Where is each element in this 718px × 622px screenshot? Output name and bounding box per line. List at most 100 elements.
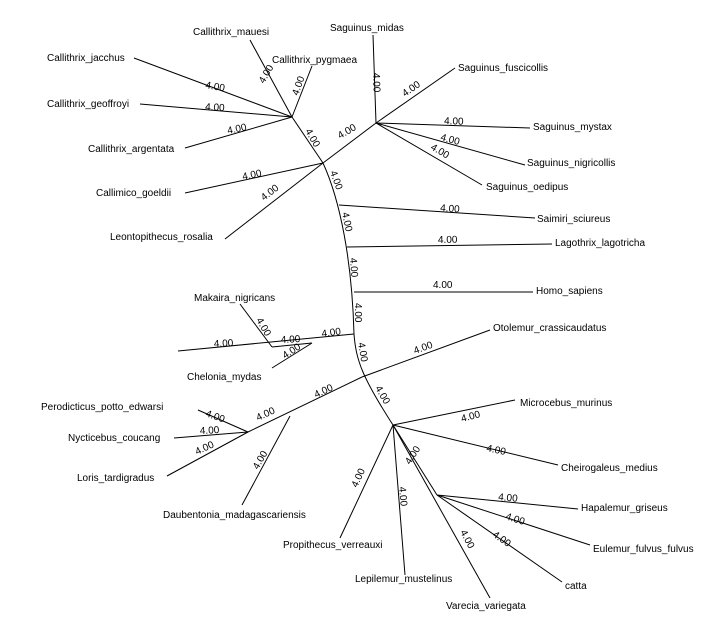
taxon-label: Saimiri_sciureus [537, 214, 610, 225]
branch-makaira-nigricans [239, 303, 273, 348]
branch-root-left [177, 333, 355, 352]
taxon-label: Saguinus_mystax [533, 122, 612, 133]
taxon-label: Makaira_nigricans [194, 293, 275, 304]
branch-length-label: 4.00 [504, 511, 526, 528]
branch-length-label: 4.00 [214, 338, 234, 350]
branch-length-label: 4.00 [290, 75, 307, 97]
taxon-label: Homo_sapiens [536, 286, 603, 297]
branch-otolemur-crassicaudatus [361, 329, 491, 378]
backbone-curve [322, 162, 394, 426]
branch-length-label: 4.00 [439, 132, 461, 148]
branch-makaira-node [271, 342, 313, 348]
branch-length-label: 4.00 [440, 203, 461, 215]
branch-length-label: 4.00 [257, 63, 276, 86]
branch-length-label: 4.00 [347, 257, 359, 278]
branch-length-label: 4.00 [403, 444, 423, 467]
branch-lepilemur-mustelinus [392, 424, 406, 576]
taxon-label: catta [565, 581, 587, 592]
branch-callimico-goeldii [184, 162, 324, 194]
branch-length-label: 4.00 [302, 127, 321, 150]
taxon-label: Nycticebus_coucang [68, 433, 160, 444]
taxon-label: Callithrix_mauesi [193, 27, 269, 38]
branch-length-label: 4.00 [438, 235, 458, 246]
branch-length-label: 4.00 [490, 529, 513, 549]
branch-length-label: 4.00 [204, 408, 226, 425]
branch-saimiri-sciureus [338, 204, 536, 219]
branch-length-label: 4.00 [350, 467, 368, 490]
branch-length-label: 4.00 [352, 303, 363, 323]
branch-callithrix-jacchus [133, 57, 293, 118]
branch-length-label: 4.00 [204, 80, 226, 94]
taxon-label: Callithrix_jacchus [47, 53, 125, 64]
branch-length-label: 4.00 [457, 528, 476, 551]
branch-saguinus-node [322, 122, 377, 164]
branch-length-label: 4.00 [259, 182, 281, 203]
branch-saguinus-nigricollis [375, 122, 526, 166]
branch-eulemur-fulvus [436, 494, 591, 546]
taxon-label: Leontopithecus_rosalia [110, 232, 213, 243]
branch-length-label: 4.00 [321, 326, 342, 340]
branch-length-label: 4.00 [200, 425, 220, 437]
branch-length-label: 4.00 [444, 116, 464, 128]
taxon-label: Callithrix_geoffroyi [47, 99, 129, 110]
taxon-label: Saguinus_oedipus [486, 182, 568, 193]
branch-length-label: 4.00 [226, 122, 248, 137]
branch-microcebus-murinus [392, 399, 516, 426]
taxon-label: Lagothrix_lagotricha [555, 238, 645, 249]
taxon-label: Propithecus_verreauxi [283, 540, 383, 551]
taxon-label: Callithrix_argentata [88, 144, 175, 155]
taxon-label: Callithrix_pygmaea [272, 55, 357, 66]
branch-leontopithecus-rosalia [224, 162, 324, 240]
branch-saguinus-mystax [375, 122, 531, 129]
branch-callithrix-argentata [184, 116, 293, 149]
branch-length-label: 4.00 [339, 211, 354, 233]
branch-length-label: 4.00 [498, 492, 519, 505]
taxon-label: Eulemur_fulvus_fulvus [593, 544, 694, 555]
taxon-label: Hapalemur_griseus [581, 503, 668, 514]
branch-length-label: 4.00 [253, 316, 272, 339]
branch-length-label: 4.00 [460, 409, 482, 425]
branch-callithrix-geoffroyi [139, 103, 293, 118]
taxon-label: Chelonia_mydas [187, 372, 262, 383]
taxon-label: Lepilemur_mustelinus [355, 574, 452, 585]
taxon-label: Varecia_variegata [446, 601, 526, 612]
taxon-label: Saguinus_midas [330, 23, 404, 34]
branch-lagothrix-lagotricha [346, 243, 553, 248]
branch-length-label: 4.00 [355, 342, 369, 364]
branch-saguinus-fuscicollis [375, 67, 456, 124]
branch-callithrix-mauesi [249, 39, 293, 118]
taxon-label: Saguinus_nigricollis [527, 158, 615, 169]
branch-lemurid-node [392, 424, 438, 496]
branch-length-label: 4.00 [485, 443, 507, 458]
taxon-label: Microcebus_murinus [520, 398, 612, 409]
branch-length-label: 4.00 [205, 102, 225, 114]
branch-daubentonia [241, 415, 291, 506]
branch-length-label: 4.00 [281, 334, 301, 346]
taxon-label: Perodicticus_potto_edwarsi [41, 402, 163, 413]
taxon-label: Saguinus_fuscicollis [458, 63, 548, 74]
taxon-label: Cheirogaleus_medius [561, 463, 658, 474]
taxon-label: Callimico_goeldii [96, 188, 171, 199]
branch-length-label: 4.00 [313, 382, 336, 400]
branch-length-label: 4.00 [400, 79, 423, 99]
branch-catta [436, 494, 563, 583]
taxon-label: Daubentonia_madagascariensis [163, 510, 306, 521]
branch-length-label: 4.00 [433, 280, 453, 291]
branch-perodicticus-potto [197, 409, 249, 433]
branch-length-label: 4.00 [251, 449, 270, 472]
branch-callithrix-node [291, 116, 324, 164]
branch-callithrix-pygmaea [291, 65, 313, 118]
branch-lorisid-node [247, 376, 363, 433]
branch-cheirogaleus-medius [392, 424, 559, 466]
branch-length-label: 4.00 [255, 405, 278, 423]
branch-saguinus-midas [372, 34, 377, 124]
branch-length-label: 4.00 [396, 486, 409, 507]
branch-chelonia-mydas [271, 342, 313, 369]
branch-length-label: 4.00 [241, 168, 263, 183]
branch-hapalemur-griseus [436, 494, 579, 510]
branch-length-label: 4.00 [370, 73, 382, 93]
taxon-label: Otolemur_crassicaudatus [493, 323, 606, 334]
branch-saguinus-oedipus [375, 122, 483, 186]
